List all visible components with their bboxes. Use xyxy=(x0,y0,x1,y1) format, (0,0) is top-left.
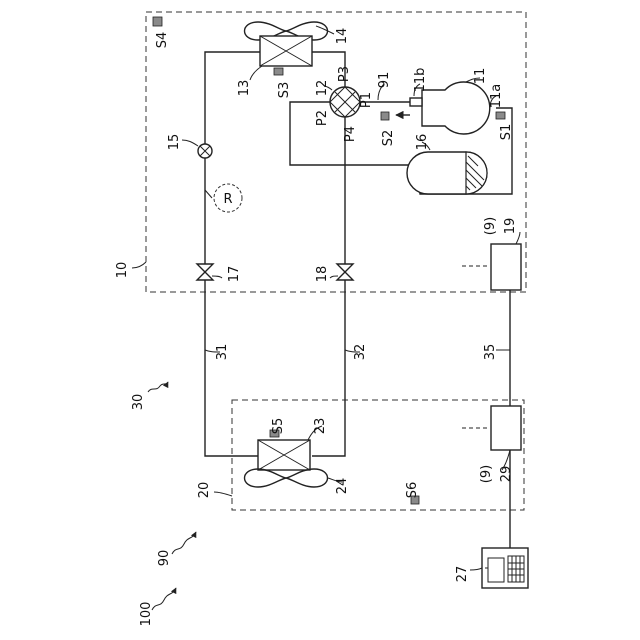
label-n11b: 11b xyxy=(413,68,428,93)
label-n91: 91 xyxy=(377,72,392,89)
leader-27 xyxy=(470,568,482,570)
leader-18 xyxy=(330,276,338,278)
shutoff-valve-18 xyxy=(337,264,353,280)
label-p1: P1 xyxy=(359,92,374,108)
four-way-valve xyxy=(330,87,360,117)
label-n23: 23 xyxy=(313,418,328,435)
label-n12: 12 xyxy=(315,80,330,97)
label-n18: 18 xyxy=(315,266,330,283)
pointer-30 xyxy=(148,382,168,392)
label-n32: 32 xyxy=(353,344,368,361)
left-refrigerant-line xyxy=(205,52,260,456)
label-s4: S4 xyxy=(155,32,170,49)
label-n14: 14 xyxy=(335,28,350,45)
label-n27: 27 xyxy=(455,566,470,583)
leader-17 xyxy=(212,276,222,278)
pointer-90 xyxy=(172,532,196,554)
label-n29p: (9) xyxy=(479,465,494,483)
label-s5: S5 xyxy=(271,418,286,435)
label-n19: 19 xyxy=(503,218,518,235)
label-n13: 13 xyxy=(237,80,252,97)
refrigerant-leader xyxy=(205,190,212,198)
sensor-s1 xyxy=(496,112,505,119)
right-refrigerant-line-lower xyxy=(312,117,345,456)
sensor-s3 xyxy=(274,68,283,75)
label-n100: 100 xyxy=(139,602,154,627)
leader-15 xyxy=(182,140,198,146)
leader-10 xyxy=(132,262,146,268)
leader-20 xyxy=(214,492,232,496)
label-n30: 30 xyxy=(131,394,146,411)
expansion-valve xyxy=(198,144,212,158)
pointer-100 xyxy=(152,588,176,610)
terminal-device xyxy=(482,548,528,588)
indoor-heat-exchanger xyxy=(245,440,328,487)
leader-14 xyxy=(316,26,334,34)
label-n15: 15 xyxy=(167,134,182,151)
label-s3: S3 xyxy=(277,82,292,99)
label-n20: 20 xyxy=(197,482,212,499)
label-r: R xyxy=(223,192,232,207)
accumulator xyxy=(407,152,487,194)
label-s2: S2 xyxy=(381,130,396,147)
label-n90: 90 xyxy=(157,550,172,567)
sensor-s4 xyxy=(153,17,162,26)
label-n11a: 11a xyxy=(489,84,504,109)
indoor-controller xyxy=(491,406,521,450)
label-n10: 10 xyxy=(115,262,130,279)
label-s1: S1 xyxy=(499,124,514,141)
outdoor-heat-exchanger xyxy=(245,22,328,66)
outdoor-controller xyxy=(491,244,521,290)
label-p3: P3 xyxy=(337,66,352,82)
label-n24: 24 xyxy=(335,478,350,495)
label-n16: 16 xyxy=(415,134,430,151)
label-n29: 29 xyxy=(499,466,514,483)
label-n11: 11 xyxy=(473,68,488,85)
label-n35: 35 xyxy=(483,344,498,361)
label-s6: S6 xyxy=(405,482,420,499)
leader-13 xyxy=(250,66,262,80)
shutoff-valve-17 xyxy=(197,264,213,280)
label-p4: P4 xyxy=(343,126,358,142)
label-n19p: (9) xyxy=(483,217,498,235)
label-n31: 31 xyxy=(215,344,230,361)
label-n17: 17 xyxy=(227,266,242,283)
sensor-s2 xyxy=(381,112,389,120)
label-p2: P2 xyxy=(315,110,330,126)
